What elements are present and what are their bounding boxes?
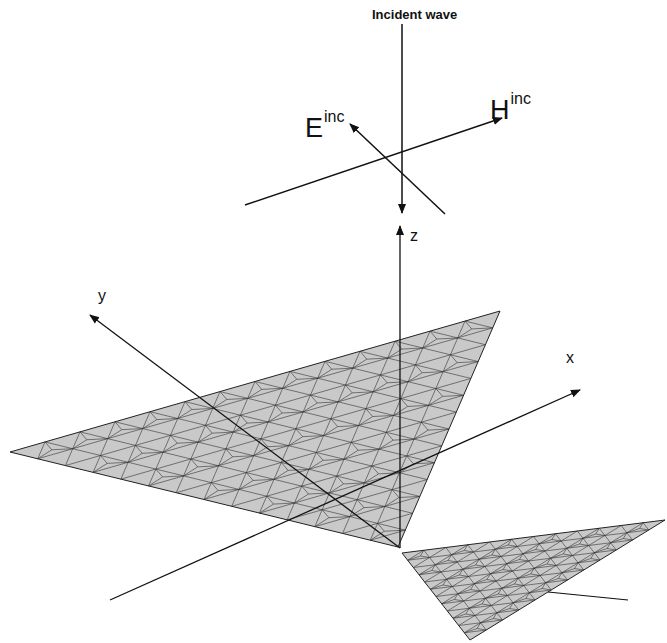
e-field-arrow <box>350 124 445 214</box>
field-symbol: E <box>305 115 323 142</box>
left-wing <box>10 311 500 547</box>
right-wing <box>402 520 665 640</box>
y-axis <box>90 315 400 548</box>
superscript: inc <box>324 109 344 125</box>
propagation-arrow <box>401 24 403 213</box>
h-field-arrow <box>245 118 502 205</box>
axis-label: x <box>566 350 574 366</box>
axis-label: z <box>410 228 418 244</box>
feed-line <box>548 592 628 600</box>
z-axis <box>399 226 400 548</box>
x-axis <box>110 390 580 600</box>
superscript: inc <box>511 91 531 107</box>
field-symbol: H <box>490 97 510 124</box>
wave-label: Incident wave <box>372 8 457 21</box>
triangle-mesh <box>10 311 665 640</box>
mesh-lines <box>408 523 649 633</box>
mesh-lines <box>38 321 493 540</box>
axis-label: y <box>98 288 106 304</box>
